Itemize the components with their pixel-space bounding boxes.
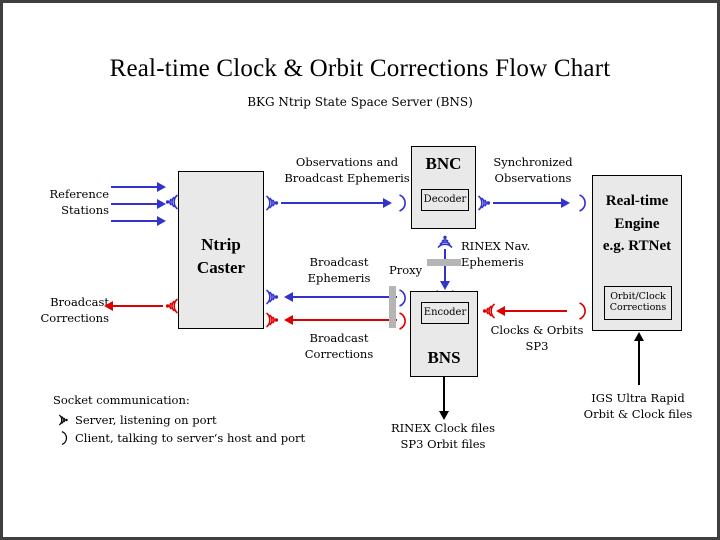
arrow-left-icon xyxy=(496,306,505,316)
bns-label: BNS xyxy=(427,348,461,367)
arrow-up-icon xyxy=(634,332,644,341)
node-bnc[interactable]: BNC Decoder xyxy=(411,146,476,229)
node-bns[interactable]: Encoder BNS xyxy=(410,291,478,377)
observations-line xyxy=(281,202,385,204)
ref-station-line-1 xyxy=(111,186,159,188)
ref-station-line-2 xyxy=(111,203,159,205)
socket-server-icon xyxy=(53,412,75,428)
arrow-left-icon xyxy=(284,292,293,302)
broadcast-corrections-left-label: Broadcast Corrections xyxy=(40,295,110,325)
rinex-clock-files-label: RINEX Clock files SP3 Orbit files xyxy=(390,421,496,451)
igs-ultra-rapid-label: IGS Ultra Rapid Orbit & Clock files xyxy=(583,391,693,421)
arrow-down-icon xyxy=(440,281,450,290)
arrow-right-icon xyxy=(383,198,392,208)
arrow-left-icon xyxy=(284,315,293,325)
page-subtitle: BKG Ntrip State Space Server (BNS) xyxy=(247,95,473,109)
synchronized-observations-label: Synchronized Observations xyxy=(493,155,573,185)
legend-server-row: Server, listening on port xyxy=(53,411,305,429)
socket-server-icon xyxy=(265,286,281,308)
rt-engine-label: Real-time Engine e.g. RTNet xyxy=(602,193,672,254)
socket-client-icon xyxy=(577,193,587,213)
bns-encoder-box[interactable]: Encoder xyxy=(421,302,469,324)
proxy-gray-bar xyxy=(389,286,396,328)
node-rt-engine[interactable]: Real-time Engine e.g. RTNet Orbit/Clock … xyxy=(592,175,682,331)
socket-client-icon xyxy=(397,288,407,308)
clocks-orbits-line xyxy=(505,310,567,312)
observations-label: Observations and Broadcast Ephemeris xyxy=(284,155,410,185)
arrow-right-icon xyxy=(157,182,166,192)
bnc-label: BNC xyxy=(425,154,462,173)
bnc-decoder-box[interactable]: Decoder xyxy=(421,189,469,211)
socket-server-icon xyxy=(480,300,496,322)
rinex-nav-line xyxy=(444,249,446,283)
ref-station-line-3 xyxy=(111,220,159,222)
legend-client-row: Client, talking to server‘s host and por… xyxy=(53,429,305,447)
legend-client-text: Client, talking to server‘s host and por… xyxy=(75,431,306,445)
socket-server-icon xyxy=(434,233,456,249)
broadcast-corrections-mid-line xyxy=(293,319,397,321)
socket-client-icon xyxy=(397,311,407,331)
proxy-label: Proxy xyxy=(389,263,423,277)
clocks-orbits-label: Clocks & Orbits SP3 xyxy=(490,323,584,353)
broadcast-ephemeris-line xyxy=(293,296,397,298)
socket-server-icon xyxy=(265,192,281,214)
broadcast-corrections-left-line xyxy=(113,305,163,307)
legend-heading: Socket communication: xyxy=(53,393,190,407)
socket-client-icon xyxy=(53,430,75,446)
arrow-right-icon xyxy=(157,199,166,209)
arrow-right-icon xyxy=(157,216,166,226)
socket-server-icon xyxy=(265,309,281,331)
rinex-nav-ephemeris-label: RINEX Nav. Ephemeris xyxy=(461,239,531,269)
broadcast-corrections-mid-label: Broadcast Corrections xyxy=(304,331,374,361)
page-title: Real-time Clock & Orbit Corrections Flow… xyxy=(109,55,611,82)
ntrip-caster-label: Ntrip Caster xyxy=(196,235,246,277)
reference-stations-label: Reference Stations xyxy=(49,187,109,217)
socket-server-icon xyxy=(163,295,179,317)
socket-server-icon xyxy=(477,192,493,214)
orbit-clock-corrections-box[interactable]: Orbit/Clock Corrections xyxy=(604,286,672,320)
igs-ultra-rapid-line xyxy=(638,341,640,385)
rinex-clock-files-line xyxy=(443,377,445,413)
arrow-right-icon xyxy=(561,198,570,208)
legend-server-text: Server, listening on port xyxy=(75,413,217,427)
legend: Socket communication: Server, listening … xyxy=(53,393,305,447)
arrow-down-icon xyxy=(439,411,449,420)
synchronized-observations-line xyxy=(493,202,563,204)
socket-client-icon xyxy=(397,193,407,213)
broadcast-ephemeris-label: Broadcast Ephemeris xyxy=(307,255,371,285)
socket-client-icon xyxy=(577,301,587,321)
node-ntrip-caster[interactable]: Ntrip Caster xyxy=(178,171,264,329)
arrow-left-icon xyxy=(104,301,113,311)
socket-server-icon xyxy=(163,191,179,213)
rinex-nav-gray-bar xyxy=(427,259,461,266)
